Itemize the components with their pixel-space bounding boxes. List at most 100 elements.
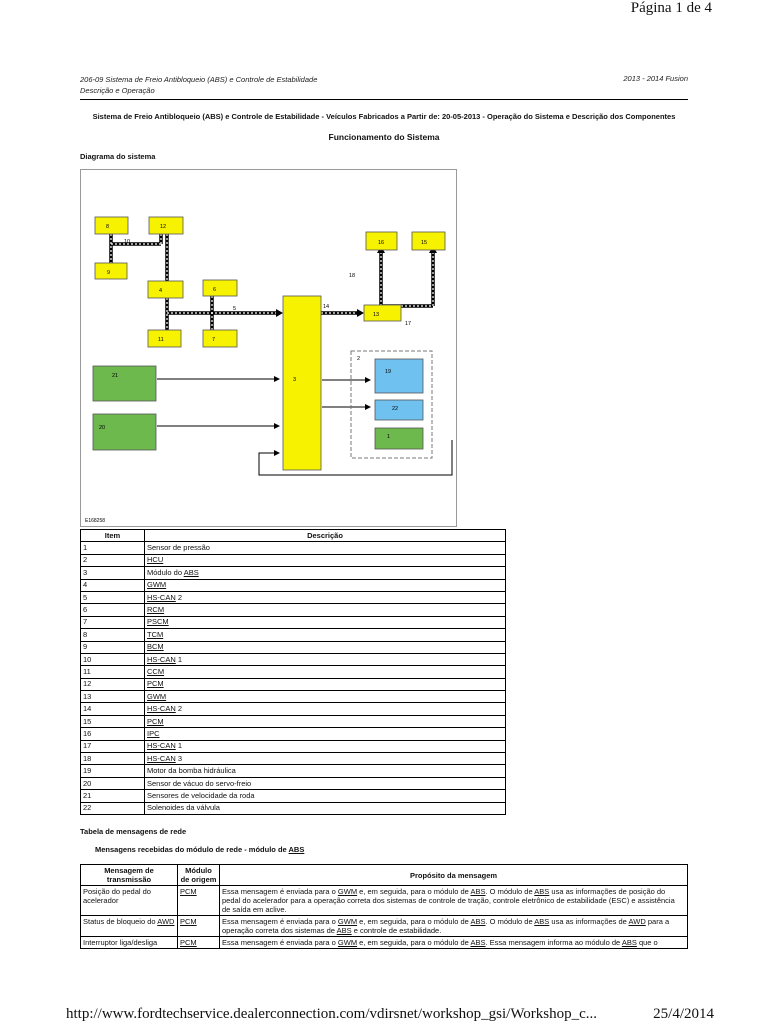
description-link[interactable]: HS-CAN <box>147 753 176 763</box>
purpose-link[interactable]: AWD <box>628 917 646 926</box>
purpose-link[interactable]: ABS <box>470 917 486 926</box>
description-suffix: 3 <box>175 753 183 763</box>
item-description: Solenoides da válvula <box>144 801 506 816</box>
description-link[interactable]: ABS <box>183 567 199 577</box>
item-number: 13 <box>80 690 145 704</box>
message-name-link[interactable]: AWD <box>157 917 175 926</box>
description-link[interactable]: RCM <box>147 605 165 615</box>
col-message: Mensagem de transmissão <box>80 864 178 886</box>
purpose-link[interactable]: ABS <box>336 926 352 935</box>
purpose-link[interactable]: ABS <box>470 887 486 896</box>
diagram-label: Diagrama do sistema <box>80 152 156 161</box>
item-number-text: 18 <box>83 753 92 763</box>
label-4: 4 <box>159 288 162 294</box>
label-14: 14 <box>323 304 329 310</box>
col-description: Descrição <box>144 528 506 543</box>
description-link[interactable]: HS-CAN <box>147 654 176 664</box>
box-pump-motor <box>374 358 424 394</box>
description-suffix: 1 <box>175 741 183 751</box>
item-description: HS-CAN 1 <box>144 652 506 667</box>
box-tcm <box>94 216 129 235</box>
item-number-text: 17 <box>83 741 92 751</box>
item-number-text: 5 <box>83 592 88 602</box>
label-15: 15 <box>421 240 427 246</box>
purpose-text: usa as informações de <box>549 917 629 926</box>
item-number-text: 22 <box>83 803 92 813</box>
message-subtitle-text: Mensagens recebidas do módulo de rede - … <box>95 845 289 854</box>
label-20: 20 <box>99 425 105 431</box>
description-link[interactable]: HS-CAN <box>147 741 176 751</box>
abs-link[interactable]: ABS <box>288 845 305 854</box>
footer-url[interactable]: http://www.fordtechservice.dealerconnect… <box>66 1006 598 1022</box>
item-number: 18 <box>80 752 145 766</box>
label-2: 2 <box>357 356 360 362</box>
table-row: 18 HS-CAN 3 <box>80 752 506 766</box>
description-link[interactable]: GWM <box>147 580 167 590</box>
label-6: 6 <box>213 287 216 293</box>
item-description: PCM <box>144 714 506 729</box>
origin-link[interactable]: PCM <box>180 917 197 926</box>
item-number: 12 <box>80 677 145 692</box>
item-number-text: 16 <box>83 728 92 738</box>
col-purpose: Propósito da mensagem <box>219 864 688 886</box>
item-number: 3 <box>80 566 145 580</box>
document-title: Sistema de Freio Antibloqueio (ABS) e Co… <box>92 112 676 121</box>
box-ccm <box>147 329 182 348</box>
purpose-text: e, em seguida, para o módulo de <box>357 917 471 926</box>
label-21: 21 <box>112 373 118 379</box>
table-row: 17 HS-CAN 1 <box>80 739 506 754</box>
item-number: 17 <box>80 739 145 754</box>
description-text: Sensores de velocidade da roda <box>147 790 255 800</box>
purpose-link[interactable]: ABS <box>621 938 637 947</box>
description-link[interactable]: GWM <box>147 691 167 701</box>
header-left-line1: 206-09 Sistema de Freio Antibloqueio (AB… <box>80 75 318 84</box>
purpose-link[interactable]: GWM <box>337 887 358 896</box>
description-link[interactable]: CCM <box>147 666 165 676</box>
item-description: HCU <box>144 553 506 568</box>
purpose-link[interactable]: ABS <box>534 917 550 926</box>
label-10: 10 <box>124 239 130 245</box>
item-description: HS-CAN 2 <box>144 590 506 605</box>
purpose-text: que o <box>636 938 658 947</box>
description-link[interactable]: BCM <box>147 642 164 652</box>
item-number: 22 <box>80 801 145 816</box>
item-number: 10 <box>80 652 145 667</box>
description-link[interactable]: PCM <box>147 679 164 689</box>
purpose-text: . O módulo de <box>485 887 535 896</box>
item-number: 1 <box>80 541 145 555</box>
purpose-link[interactable]: GWM <box>337 917 358 926</box>
origin-link[interactable]: PCM <box>180 887 197 896</box>
purpose-text: usa as informações de posição do pedal d… <box>222 887 675 914</box>
purpose-link[interactable]: GWM <box>337 938 358 947</box>
item-description: Sensores de velocidade da roda <box>144 789 506 803</box>
item-number: 16 <box>80 727 145 741</box>
label-17: 17 <box>405 321 411 327</box>
description-link[interactable]: HS-CAN <box>147 592 176 602</box>
box-pscm <box>202 329 238 348</box>
item-number-text: 7 <box>83 617 88 627</box>
label-8: 8 <box>106 224 109 230</box>
item-number: 4 <box>80 578 145 592</box>
item-description: Módulo do ABS <box>144 566 506 580</box>
purpose-link[interactable]: ABS <box>470 938 486 947</box>
purpose-link[interactable]: ABS <box>534 887 550 896</box>
description-link[interactable]: PSCM <box>147 617 169 627</box>
description-link[interactable]: HCU <box>147 555 164 565</box>
origin-link[interactable]: PCM <box>180 938 197 947</box>
items-table-header: Item Descrição <box>80 528 506 543</box>
message-name: Status de bloqueio do AWD <box>80 915 178 937</box>
label-3: 3 <box>293 377 296 383</box>
header-left-line2: Descrição e Operação <box>80 86 155 95</box>
description-link[interactable]: TCM <box>147 629 164 639</box>
item-number-text: 19 <box>83 766 92 776</box>
message-origin: PCM <box>177 885 220 916</box>
description-link[interactable]: PCM <box>147 716 164 726</box>
description-link[interactable]: HS-CAN <box>147 704 176 714</box>
description-link[interactable]: IPC <box>147 728 160 738</box>
